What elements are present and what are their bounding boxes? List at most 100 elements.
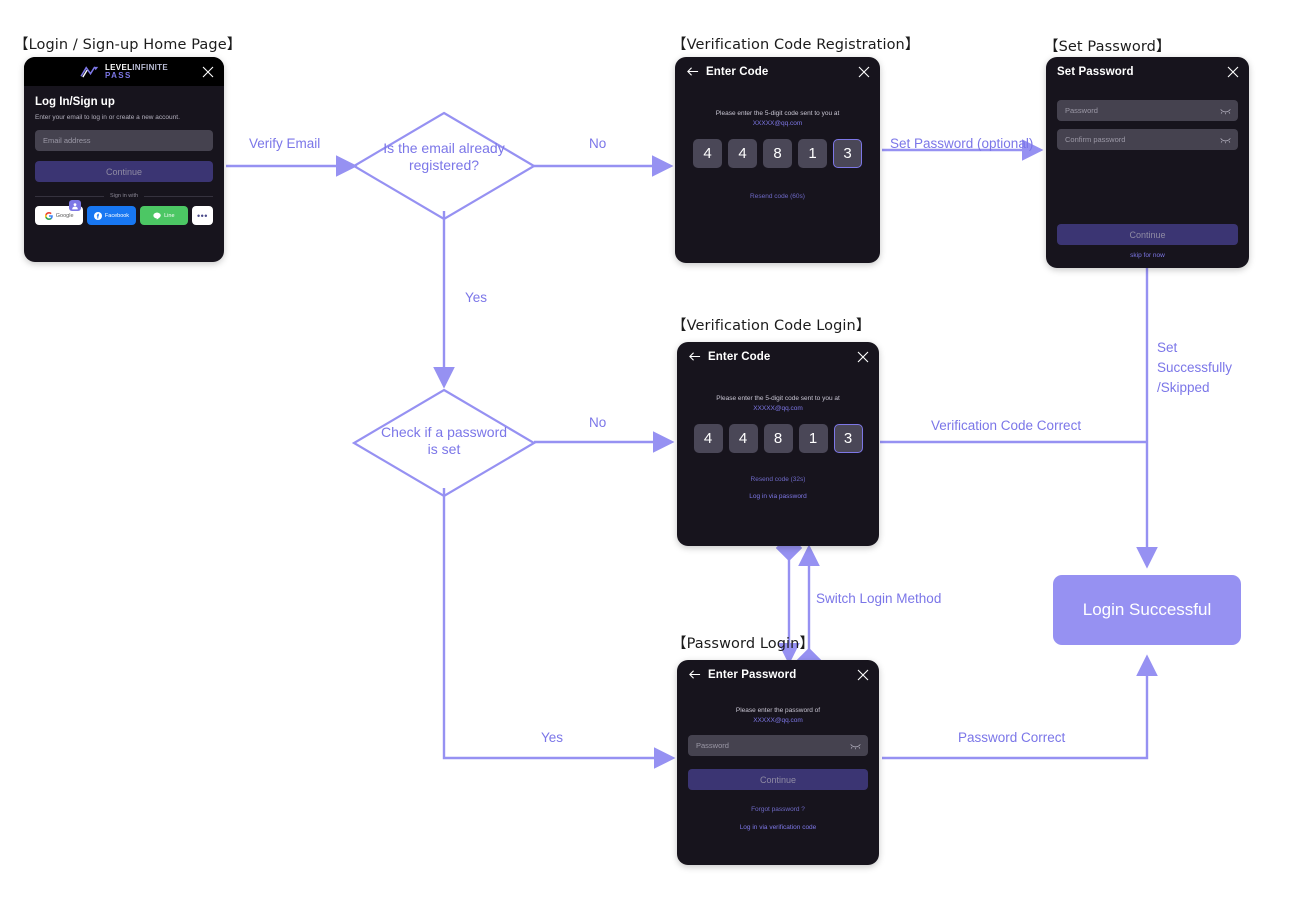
- divider-line-right: [144, 195, 214, 197]
- back-arrow-icon[interactable]: [688, 350, 701, 363]
- caption-login-home: 【Login / Sign-up Home Page】: [14, 37, 242, 53]
- code-digit-2[interactable]: 8: [763, 424, 793, 453]
- back-arrow-icon[interactable]: [688, 668, 701, 681]
- card-login-home: LEVELINFINITE PASS Log In/Sign up Enter …: [24, 57, 224, 262]
- close-icon[interactable]: [1227, 66, 1239, 78]
- code-registration-header: Enter Code: [675, 57, 880, 86]
- edge-label-no-1: No: [589, 136, 607, 151]
- code-digit-group: 4 4 8 1 3: [686, 139, 869, 168]
- facebook-login-button[interactable]: Facebook: [87, 206, 136, 225]
- caption-set-password: 【Set Password】: [1044, 39, 1171, 55]
- edge-label-verify-email: Verify Email: [249, 136, 321, 151]
- eye-off-icon[interactable]: [1220, 107, 1231, 115]
- set-password-title: Set Password: [1057, 65, 1134, 78]
- code-instruction: Please enter the 5-digit code sent to yo…: [716, 395, 840, 402]
- email-field[interactable]: Email address: [35, 130, 213, 151]
- code-digit-3[interactable]: 1: [798, 139, 827, 168]
- level-infinite-pass-logo: LEVELINFINITE PASS: [80, 64, 168, 79]
- facebook-icon: [93, 211, 102, 220]
- divider-line-left: [35, 195, 104, 197]
- close-icon[interactable]: [857, 351, 869, 363]
- password-login-header: Enter Password: [677, 660, 879, 689]
- more-login-options-button[interactable]: •••: [191, 206, 213, 225]
- continue-button[interactable]: Continue: [35, 161, 213, 182]
- password-placeholder: Password: [696, 741, 729, 750]
- line-icon: [153, 212, 161, 219]
- code-email: XXXXX@qq.com: [753, 405, 803, 412]
- terminal-login-successful: Login Successful: [1053, 575, 1241, 645]
- google-icon: [44, 211, 53, 220]
- code-digit-2[interactable]: 8: [763, 139, 792, 168]
- password-field[interactable]: Password: [1057, 100, 1238, 121]
- caption-password-login: 【Password Login】: [672, 636, 815, 652]
- resend-code-link[interactable]: Resend code (32s): [750, 476, 806, 483]
- login-card-header: LEVELINFINITE PASS: [24, 57, 224, 86]
- code-registration-title: Enter Code: [706, 65, 769, 78]
- caption-code-login: 【Verification Code Login】: [672, 318, 871, 334]
- facebook-label: Facebook: [104, 212, 130, 219]
- logo-text-pass: PASS: [104, 70, 132, 80]
- code-digit-3[interactable]: 1: [798, 424, 828, 453]
- back-arrow-icon[interactable]: [686, 65, 699, 78]
- card-code-registration: Enter Code Please enter the 5-digit code…: [675, 57, 880, 263]
- login-subtitle: Enter your email to log in or create a n…: [35, 114, 180, 121]
- close-icon[interactable]: [858, 66, 870, 78]
- google-badge-icon: [69, 200, 82, 211]
- code-digit-1[interactable]: 4: [728, 139, 757, 168]
- continue-button[interactable]: Continue: [688, 769, 868, 790]
- code-digit-0[interactable]: 4: [693, 424, 723, 453]
- decision-password-set: [351, 388, 537, 498]
- set-password-body: Password Confirm password Continue skip …: [1046, 86, 1249, 259]
- eye-off-icon[interactable]: [1220, 136, 1231, 144]
- edge-label-yes-1: Yes: [465, 290, 488, 305]
- confirm-password-field[interactable]: Confirm password: [1057, 129, 1238, 150]
- decision-label-password-set: Check if a password is set: [380, 424, 508, 457]
- code-login-title: Enter Code: [708, 350, 771, 363]
- log-in-via-password-link[interactable]: Log in via password: [749, 493, 807, 500]
- password-instruction: Please enter the password of: [735, 707, 821, 714]
- code-digit-4[interactable]: 3: [833, 139, 862, 168]
- logo-text-level: LEVEL: [104, 63, 133, 72]
- close-icon[interactable]: [202, 66, 214, 78]
- forgot-password-link[interactable]: Forgot password ?: [751, 806, 805, 813]
- sign-in-with-divider: Sign in with: [35, 193, 214, 199]
- caption-code-registration: 【Verification Code Registration】: [672, 37, 920, 53]
- code-digit-1[interactable]: 4: [728, 424, 758, 453]
- eye-off-icon[interactable]: [850, 742, 861, 750]
- edge-label-set-password-opt: Set Password (optional): [890, 136, 1034, 151]
- email-placeholder: Email address: [43, 136, 91, 145]
- logo-mark-icon: [80, 65, 99, 78]
- resend-code-link[interactable]: Resend code (60s): [750, 193, 805, 200]
- edge-label-switch-login: Switch Login Method: [816, 591, 942, 606]
- login-title: Log In/Sign up: [35, 96, 115, 108]
- set-password-header: Set Password: [1046, 57, 1249, 86]
- decision-label-email-registered: Is the email already registered?: [383, 140, 505, 173]
- log-in-via-verification-code-link[interactable]: Log in via verification code: [739, 824, 817, 831]
- password-field[interactable]: Password: [688, 735, 868, 756]
- code-digit-0[interactable]: 4: [693, 139, 722, 168]
- card-set-password: Set Password Password Confirm password: [1046, 57, 1249, 268]
- social-login-row: Google Facebook: [35, 200, 213, 225]
- code-registration-body: Please enter the 5-digit code sent to yo…: [675, 86, 880, 200]
- logo-text-infinite: INFINITE: [132, 63, 168, 72]
- code-digit-4[interactable]: 3: [833, 424, 863, 453]
- edge-label-yes-2: Yes: [541, 730, 564, 745]
- code-login-body: Please enter the 5-digit code sent to yo…: [677, 371, 879, 500]
- card-password-login: Enter Password Please enter the password…: [677, 660, 879, 865]
- google-login-button[interactable]: Google: [35, 200, 84, 225]
- edge-label-password-correct: Password Correct: [958, 730, 1066, 745]
- edge-label-no-2: No: [589, 415, 607, 430]
- close-icon[interactable]: [857, 669, 869, 681]
- skip-for-now-link[interactable]: skip for now: [1130, 252, 1165, 259]
- code-login-header: Enter Code: [677, 342, 879, 371]
- line-login-button[interactable]: Line: [139, 206, 188, 225]
- line-label: Line: [164, 212, 175, 219]
- google-label: Google: [55, 212, 74, 219]
- continue-button[interactable]: Continue: [1057, 224, 1238, 245]
- login-card-body: Log In/Sign up Enter your email to log i…: [24, 86, 224, 225]
- confirm-password-placeholder: Confirm password: [1065, 135, 1126, 144]
- divider-text: Sign in with: [109, 193, 139, 199]
- code-email: XXXXX@qq.com: [752, 120, 803, 127]
